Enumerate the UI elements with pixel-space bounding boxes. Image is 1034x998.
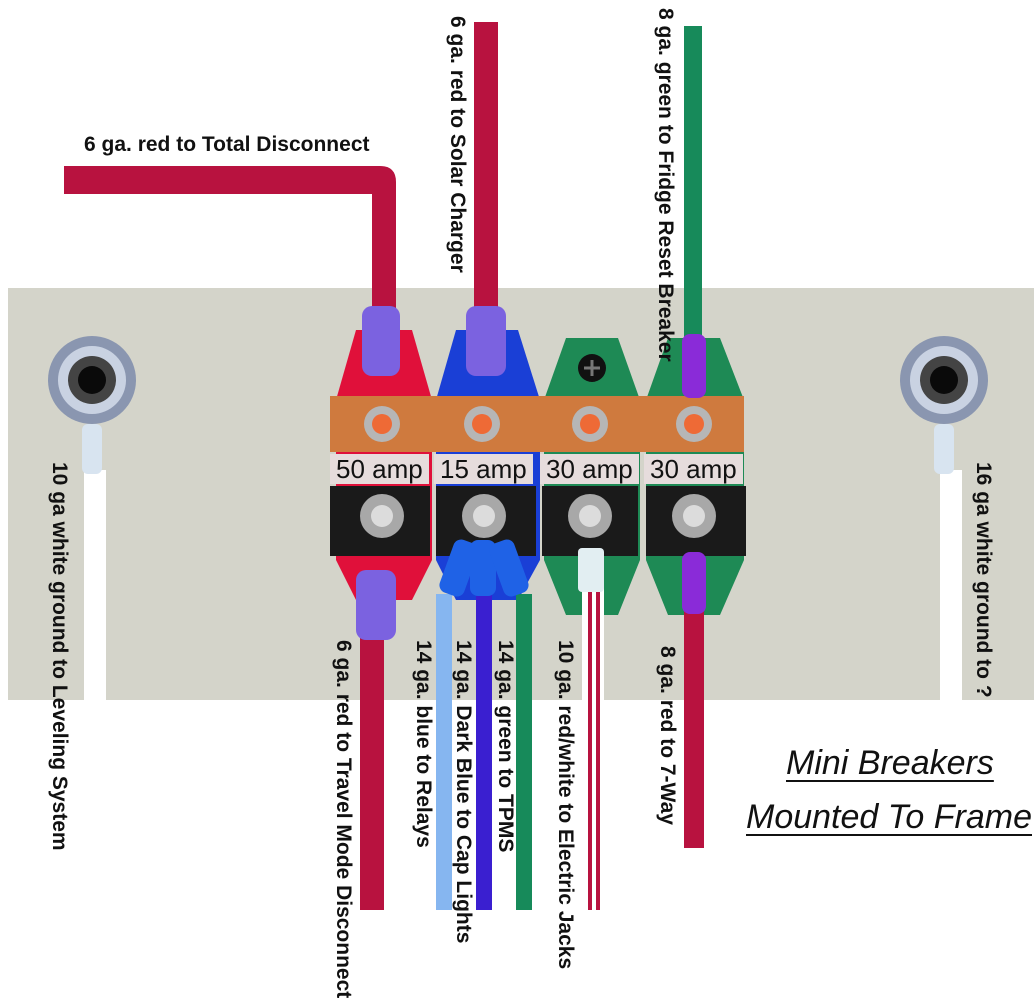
label-travel-mode: 6 ga. red to Travel Mode Disconnect [332, 640, 355, 998]
crimp-top-4 [682, 334, 706, 398]
wire-solar-charger [474, 22, 498, 322]
breaker-rating-3: 30 amp [540, 454, 639, 484]
breaker-rating-2: 15 amp [434, 454, 533, 484]
label-electric-jacks: 10 ga. red/white to Electric Jacks [554, 640, 577, 970]
wire-seven-way [684, 590, 704, 848]
label-tpms: 14 ga. green to TPMS [494, 640, 517, 853]
crimp-top-2 [466, 306, 506, 376]
crimp-bottom-2 [439, 539, 529, 597]
wire-relays [436, 594, 452, 910]
busbar-stud-2-icon [464, 406, 500, 442]
crimp-top-1 [362, 306, 400, 376]
label-seven-way: 8 ga. red to 7-Way [656, 646, 679, 825]
label-total-disconnect: 6 ga. red to Total Disconnect [84, 133, 370, 156]
mount-screw-icon [578, 354, 606, 382]
label-unknown-ground: 16 ga white ground to ? [972, 462, 995, 698]
ground-stud-left-icon [48, 336, 136, 474]
label-solar-charger: 6 ga. red to Solar Charger [446, 16, 469, 273]
label-fridge-reset: 8 ga. green to Fridge Reset Breaker [654, 8, 677, 362]
title-line-1: Mini Breakers [786, 744, 994, 782]
wire-tpms [516, 594, 532, 910]
label-leveling-ground: 10 ga white ground to Leveling System [48, 462, 71, 851]
wire-total-disconnect [64, 166, 396, 330]
busbar-stud-1-icon [364, 406, 400, 442]
wire-cap-lights [476, 594, 492, 910]
terminal-stud-3-icon [568, 494, 612, 538]
terminal-stud-4-icon [672, 494, 716, 538]
terminal-stud-2-icon [462, 494, 506, 538]
busbar-stud-3-icon [572, 406, 608, 442]
wire-electric-jacks [582, 580, 604, 910]
busbar-stud-4-icon [676, 406, 712, 442]
title-line-2: Mounted To Frame [746, 798, 1032, 836]
wire-fridge-reset [684, 26, 702, 346]
label-relays: 14 ga. blue to Relays [412, 640, 435, 848]
breaker-rating-1: 50 amp [330, 454, 429, 484]
breaker-rating-4: 30 amp [644, 454, 743, 484]
ground-stud-right-icon [900, 336, 988, 474]
terminal-stud-1-icon [360, 494, 404, 538]
ground-wire-left [84, 470, 106, 700]
crimp-bottom-1 [356, 570, 396, 640]
crimp-bottom-4 [682, 552, 706, 614]
crimp-bottom-3 [578, 548, 604, 592]
ground-wire-right [940, 470, 962, 700]
label-cap-lights: 14 ga. Dark Blue to Cap Lights [452, 640, 475, 944]
